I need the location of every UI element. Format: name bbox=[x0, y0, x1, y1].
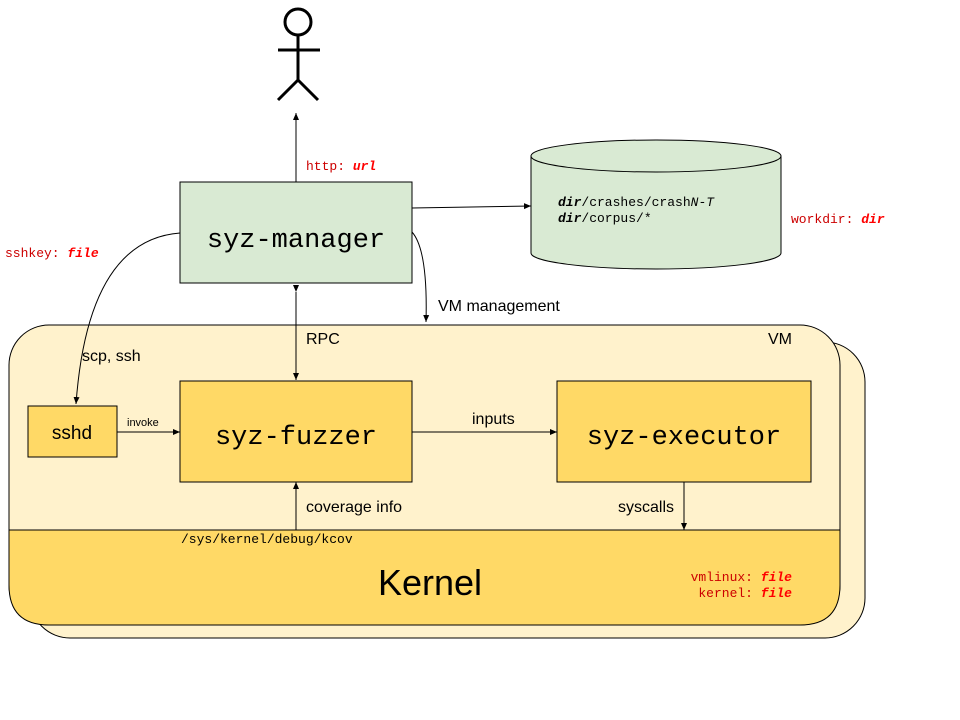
sshkey-label: sshkey: file bbox=[5, 246, 99, 261]
manager-to-workdir-arrow bbox=[411, 203, 532, 210]
inputs-label: inputs bbox=[472, 411, 515, 428]
http-url-label: http: url bbox=[306, 159, 376, 174]
vm-management-label: VM management bbox=[438, 298, 560, 315]
workdir-corpus-path: dir/corpus/* bbox=[558, 211, 652, 226]
vm-management-arrow bbox=[411, 231, 430, 323]
workdir-crashes-path: dir/crashes/crashN-T bbox=[558, 195, 715, 210]
workdir-cylinder bbox=[530, 139, 782, 270]
scp-ssh-label: scp, ssh bbox=[82, 348, 141, 365]
kernel-label: Kernel bbox=[378, 562, 482, 603]
invoke-label: invoke bbox=[127, 417, 159, 429]
kcov-path-label: /sys/kernel/debug/kcov bbox=[181, 532, 353, 547]
scp-ssh-arrow bbox=[73, 232, 181, 405]
syz-fuzzer-box bbox=[179, 380, 413, 483]
syscalls-label: syscalls bbox=[618, 499, 674, 516]
stick-figure-user-icon bbox=[276, 7, 320, 102]
syz-fuzzer-label: syz-fuzzer bbox=[215, 423, 377, 453]
syz-manager-label: syz-manager bbox=[207, 226, 385, 256]
syz-manager-box bbox=[179, 181, 413, 284]
sshd-box bbox=[27, 405, 118, 458]
rpc-label: RPC bbox=[306, 331, 340, 348]
syz-executor-box bbox=[556, 380, 812, 483]
sshd-label: sshd bbox=[52, 423, 92, 444]
syz-executor-label: syz-executor bbox=[587, 423, 781, 453]
coverage-info-label: coverage info bbox=[306, 499, 402, 516]
vm-label: VM bbox=[768, 331, 792, 348]
kernel-file-label: kernel: file bbox=[698, 586, 792, 601]
workdir-label: workdir: dir bbox=[791, 212, 885, 227]
vmlinux-file-label: vmlinux: file bbox=[691, 570, 793, 585]
kernel-band bbox=[8, 529, 841, 626]
